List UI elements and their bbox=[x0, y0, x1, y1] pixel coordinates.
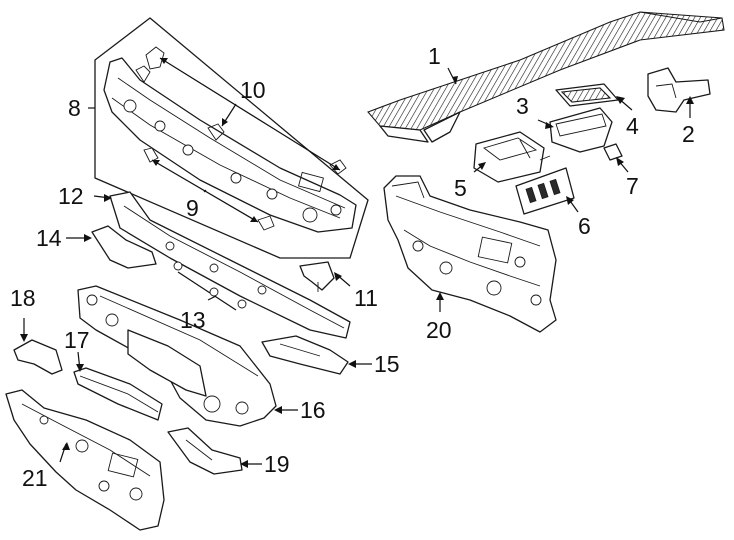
part-11-bracket[interactable] bbox=[299, 261, 335, 292]
callout-16: 16 bbox=[300, 397, 326, 423]
part-9-cowl-panel[interactable] bbox=[103, 46, 357, 233]
part-10-clips[interactable] bbox=[159, 57, 341, 171]
callout-7: 7 bbox=[626, 173, 639, 199]
part-15-bracket[interactable] bbox=[261, 335, 349, 375]
part-20-dash-panel[interactable] bbox=[383, 175, 557, 333]
callout-9: 9 bbox=[186, 195, 199, 221]
callout-3: 3 bbox=[516, 93, 529, 119]
callout-18: 18 bbox=[10, 285, 36, 311]
part-16-radiator-support[interactable] bbox=[77, 285, 277, 427]
callout-19: 19 bbox=[264, 451, 290, 477]
part-18-bracket[interactable] bbox=[13, 339, 63, 375]
part-5-vent-duct[interactable] bbox=[473, 131, 551, 183]
callout-8: 8 bbox=[68, 95, 81, 121]
callout-15: 15 bbox=[374, 351, 400, 377]
part-8-assembly-box bbox=[88, 17, 369, 259]
callout-5: 5 bbox=[454, 175, 467, 201]
part-2-bracket[interactable] bbox=[647, 67, 711, 113]
part-21-lower-panel[interactable] bbox=[5, 389, 165, 531]
part-7-clip[interactable] bbox=[603, 143, 623, 161]
callout-10: 10 bbox=[240, 77, 266, 103]
part-14-bracket[interactable] bbox=[91, 225, 157, 269]
part-13-clips[interactable] bbox=[173, 261, 247, 311]
part-17-strip[interactable] bbox=[73, 367, 163, 421]
part-9-leader bbox=[151, 159, 259, 223]
callout-1: 1 bbox=[428, 43, 441, 69]
callout-12: 12 bbox=[58, 183, 84, 209]
callout-20: 20 bbox=[426, 317, 452, 343]
part-4-filter[interactable] bbox=[555, 83, 619, 107]
callout-11: 11 bbox=[354, 285, 378, 311]
callout-4: 4 bbox=[626, 113, 639, 139]
callout-13: 13 bbox=[180, 307, 206, 333]
part-3-housing[interactable] bbox=[549, 107, 613, 153]
callout-17: 17 bbox=[64, 327, 90, 353]
callout-2: 2 bbox=[682, 121, 695, 147]
part-12-reinforcement[interactable] bbox=[109, 191, 351, 339]
part-6-louvre[interactable] bbox=[515, 167, 575, 215]
part-1-cowl-grille[interactable] bbox=[367, 11, 725, 143]
callout-14: 14 bbox=[36, 225, 62, 251]
part-19-bracket[interactable] bbox=[167, 427, 243, 475]
callout-6: 6 bbox=[578, 213, 591, 239]
callout-labels: 1 2 3 4 5 6 7 8 9 10 11 12 13 14 15 16 1… bbox=[10, 43, 695, 491]
callout-21: 21 bbox=[22, 465, 48, 491]
